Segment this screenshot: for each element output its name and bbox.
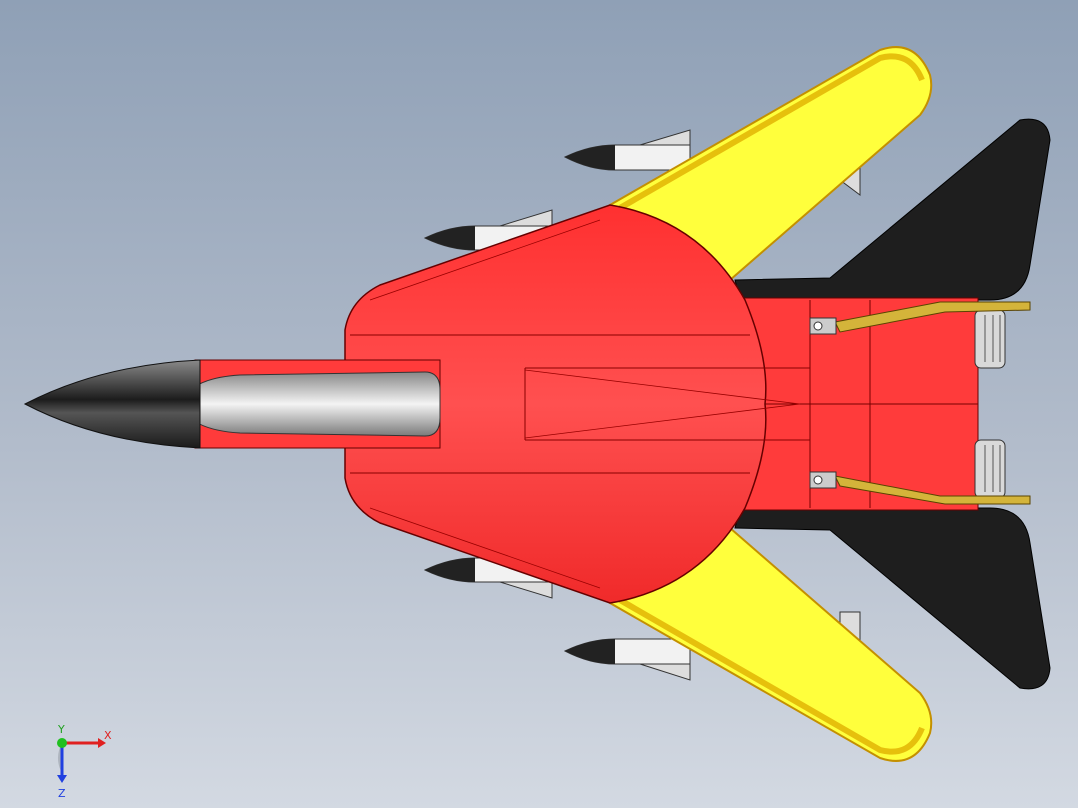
tail-fin-top[interactable] — [734, 118, 1051, 301]
canopy[interactable] — [179, 371, 441, 437]
strut-top[interactable] — [809, 301, 1031, 335]
y-axis-label: Y — [57, 725, 65, 736]
tail-fin-bottom[interactable] — [734, 507, 1051, 690]
x-axis-label: X — [104, 729, 112, 742]
y-axis-dot — [57, 738, 67, 748]
engine-nozzle-top[interactable] — [974, 309, 1006, 369]
missile-3[interactable] — [423, 557, 553, 599]
orientation-triad: X Y Z — [57, 725, 112, 800]
engine-nozzle-bottom[interactable] — [974, 439, 1006, 499]
z-axis-label: Z — [58, 787, 66, 800]
main-fuselage[interactable] — [344, 204, 767, 604]
wing-bottom[interactable] — [608, 526, 933, 762]
strut-bottom[interactable] — [809, 471, 1031, 505]
nose-cone[interactable] — [23, 359, 201, 449]
wing-top[interactable] — [608, 46, 933, 282]
missile-4[interactable] — [563, 611, 861, 681]
